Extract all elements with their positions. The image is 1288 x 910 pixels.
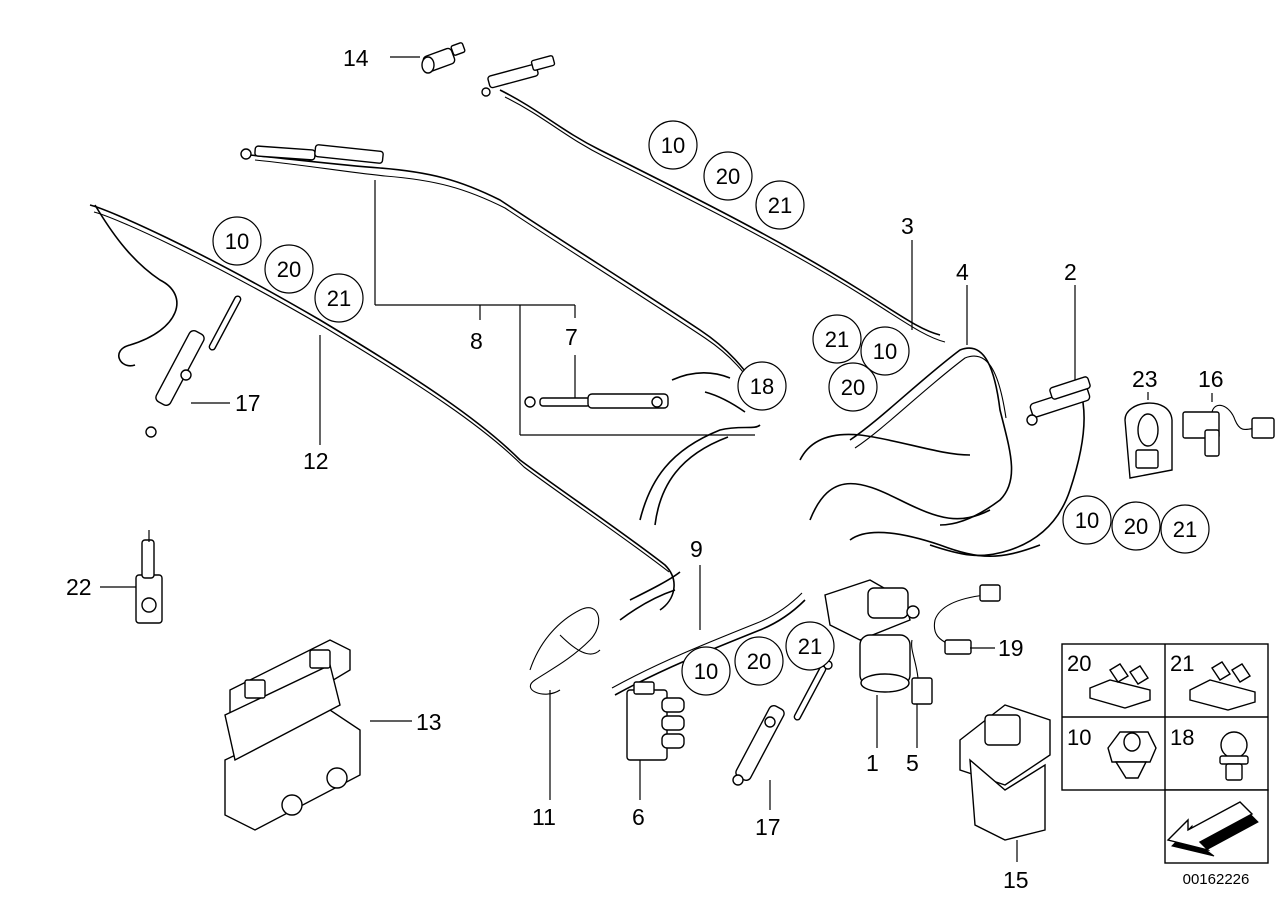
- callout-13: 13: [416, 709, 442, 735]
- fitting-8-icon: [240, 144, 384, 164]
- connector-5-icon: [911, 639, 933, 705]
- circled-g5-c: 21: [798, 634, 822, 659]
- callout-16: 16: [1198, 366, 1224, 392]
- legend-label-20: 20: [1067, 651, 1091, 676]
- callout-3: 3: [901, 213, 914, 239]
- components: [135, 42, 1275, 841]
- cylinder-7-icon: [524, 393, 669, 409]
- callout-5: 5: [906, 750, 919, 776]
- clip-10-icon: [1107, 731, 1157, 779]
- legend-label-18: 18: [1170, 725, 1194, 750]
- circled-g3-a: 21: [825, 327, 849, 352]
- callout-4: 4: [956, 259, 969, 285]
- clip-20-icon: [1089, 663, 1151, 709]
- circled-g3-c: 20: [841, 375, 865, 400]
- callout-6: 6: [632, 804, 645, 830]
- orientation-arrow-icon: [1166, 801, 1259, 857]
- circled-g5-a: 10: [694, 659, 718, 684]
- circled-g2-c: 21: [327, 286, 351, 311]
- callout-8: 8: [470, 328, 483, 354]
- valve-22-icon: [135, 530, 163, 624]
- pump-1-icon: [824, 579, 920, 693]
- circled-callouts: 10 20 21 10 20 21 21 10 20 18 10 20 21 1…: [212, 120, 1210, 696]
- circled-g2-a: 10: [225, 229, 249, 254]
- callout-17-bottom: 17: [755, 814, 781, 840]
- bracket-23-icon: [1124, 402, 1173, 479]
- callout-2: 2: [1064, 259, 1077, 285]
- circled-18: 18: [750, 374, 774, 399]
- circled-g4-a: 10: [1075, 508, 1099, 533]
- legend-label-21: 21: [1170, 651, 1194, 676]
- callout-labels: 14 3 4 2 8 7 17 12 23 16 9 22 19 13 1 5 …: [66, 45, 1224, 893]
- circled-g1-c: 21: [768, 193, 792, 218]
- sensor-14-icon: [421, 42, 466, 74]
- clip-18-icon: [1219, 731, 1249, 781]
- circled-g2-b: 20: [277, 257, 301, 282]
- legend-label-10: 10: [1067, 725, 1091, 750]
- control-unit-13-icon: [224, 639, 361, 831]
- circled-g1-b: 20: [716, 164, 740, 189]
- harness-19-icon: [933, 584, 1001, 655]
- fitting-top-icon: [481, 55, 556, 97]
- callout-23: 23: [1132, 366, 1158, 392]
- callout-9: 9: [690, 536, 703, 562]
- strut-17-bottom-icon: [732, 660, 833, 786]
- strut-17-left-icon: [145, 295, 242, 438]
- solenoid-6-icon: [626, 681, 685, 761]
- callout-17-left: 17: [235, 390, 261, 416]
- circled-g4-b: 20: [1124, 514, 1148, 539]
- callout-12: 12: [303, 448, 329, 474]
- circled-g3-b: 10: [873, 339, 897, 364]
- circled-g1-a: 10: [661, 133, 685, 158]
- clip-legend: 20 21 10 18: [1061, 643, 1269, 864]
- callout-11: 11: [532, 804, 556, 830]
- leader-lines: [100, 56, 1213, 862]
- callout-22: 22: [66, 574, 92, 600]
- valve-2-icon: [1026, 376, 1091, 426]
- callout-19: 19: [998, 635, 1024, 661]
- callout-14: 14: [343, 45, 369, 71]
- callout-7: 7: [565, 324, 578, 350]
- reservoir-15-icon: [959, 704, 1051, 841]
- diagram-code: 00162226: [1183, 871, 1250, 888]
- sensor-16-icon: [1182, 404, 1275, 457]
- circled-g4-c: 21: [1173, 517, 1197, 542]
- circled-g5-b: 20: [747, 649, 771, 674]
- clip-21-icon: [1189, 661, 1256, 711]
- callout-15: 15: [1003, 867, 1029, 893]
- callout-1: 1: [866, 750, 879, 776]
